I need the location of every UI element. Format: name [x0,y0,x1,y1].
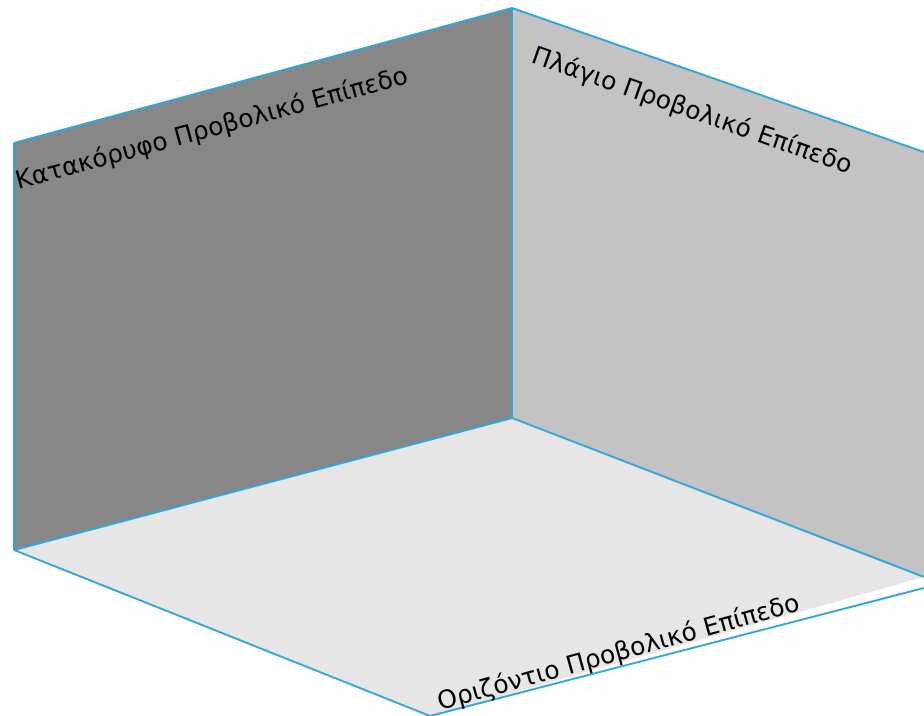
edge-vertical-top [13,7,513,144]
vertical-plane [14,8,512,550]
profile-plane [512,8,924,577]
edge-floor-right-front [429,587,924,716]
edge-floor-left-front [13,549,431,716]
edge-floor-left-back [13,417,513,551]
edge-floor-right-back [511,417,924,578]
plane-edges [13,7,924,716]
edge-profile-top [511,7,924,153]
horizontal-plane [14,418,924,716]
